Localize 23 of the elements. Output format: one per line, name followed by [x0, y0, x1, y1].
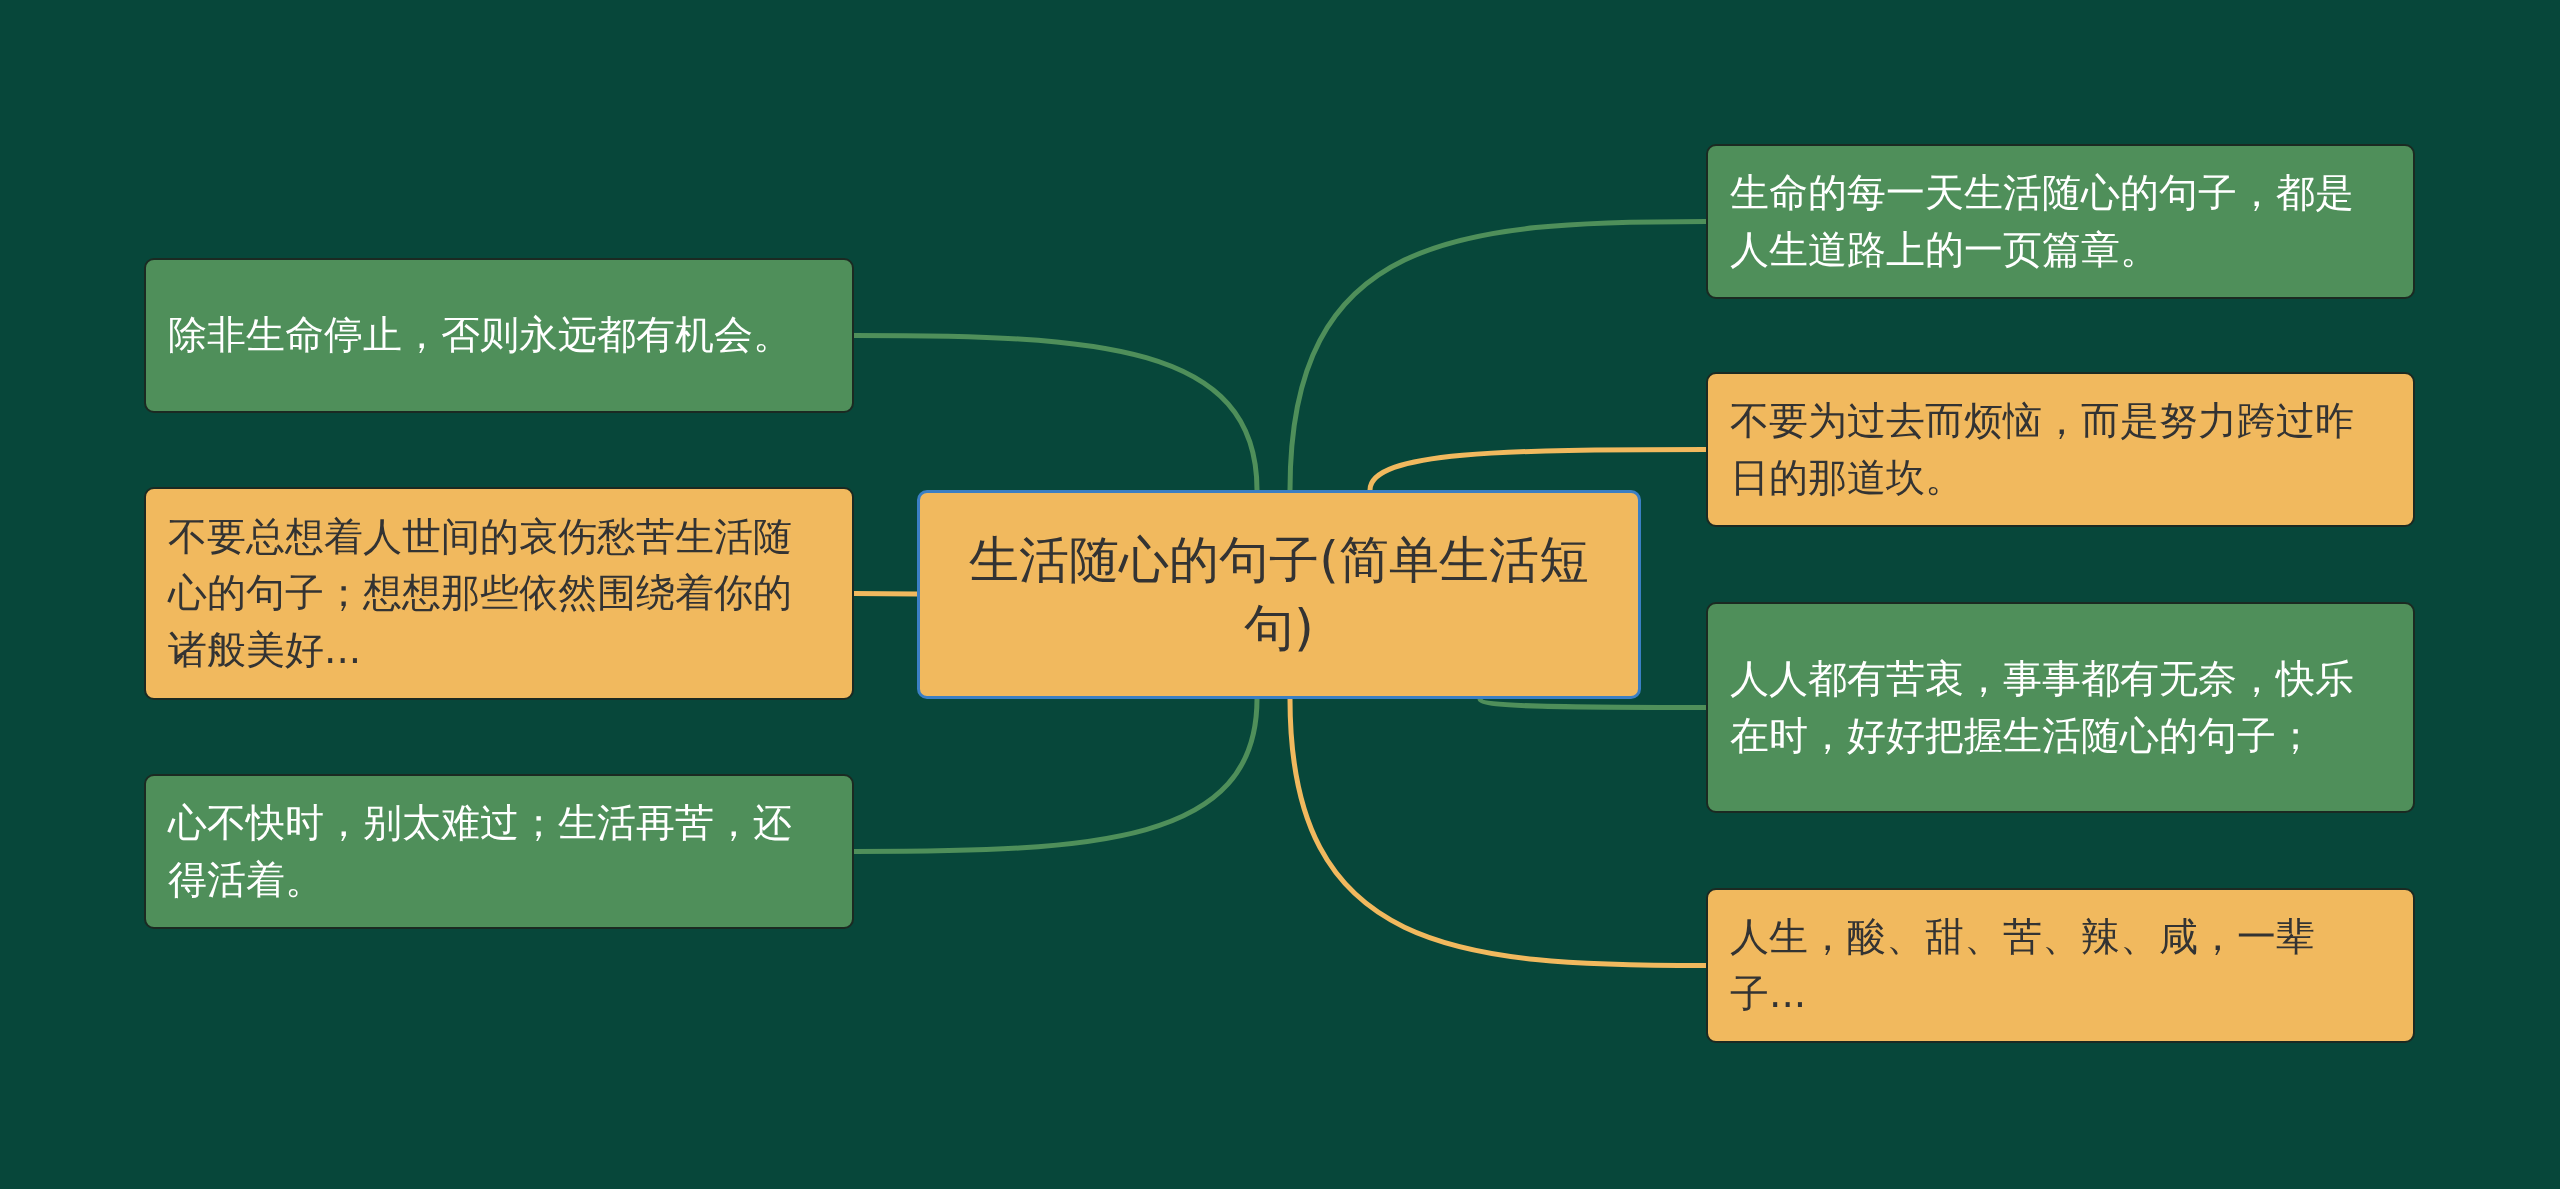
connector-line [1367, 447, 1706, 491]
branch-topic-box [1706, 888, 2415, 1043]
connector-line [854, 591, 917, 597]
topic-text: 人生，酸、甜、苦、辣、咸，一辈子... [1730, 912, 2316, 1018]
branch-topic-box [144, 774, 854, 929]
central-topic-box [917, 490, 1641, 699]
branch-topic-box [1706, 144, 2415, 299]
branch-topic-box [144, 258, 854, 413]
connector-line [1478, 697, 1706, 710]
branch-topic-box [1706, 602, 2415, 813]
connector-line [1287, 698, 1706, 968]
topic-text: 生命的每一天生活随心的句子，都是人生道路上的一页篇章。 [1730, 168, 2355, 274]
connector-line [854, 698, 1260, 854]
topic-text: 人人都有苦衷，事事都有无奈，快乐在时，好好把握生活随心的句子； [1730, 654, 2355, 760]
connector-line [1287, 219, 1706, 491]
topic-text: 不要为过去而烦恼，而是努力跨过昨日的那道坎。 [1730, 396, 2355, 502]
connector-line [854, 333, 1260, 491]
topic-text: 生活随心的句子(简单生活短句) [968, 530, 1590, 659]
topic-text: 心不快时，别太难过；生活再苦，还得活着。 [168, 798, 793, 904]
branch-topic-box [144, 487, 854, 700]
topic-text: 不要总想着人世间的哀伤愁苦生活随心的句子；想想那些依然围绕着你的诸般美好... [168, 512, 793, 674]
branch-topic-box [1706, 372, 2415, 527]
topic-text: 除非生命停止，否则永远都有机会。 [168, 311, 792, 360]
